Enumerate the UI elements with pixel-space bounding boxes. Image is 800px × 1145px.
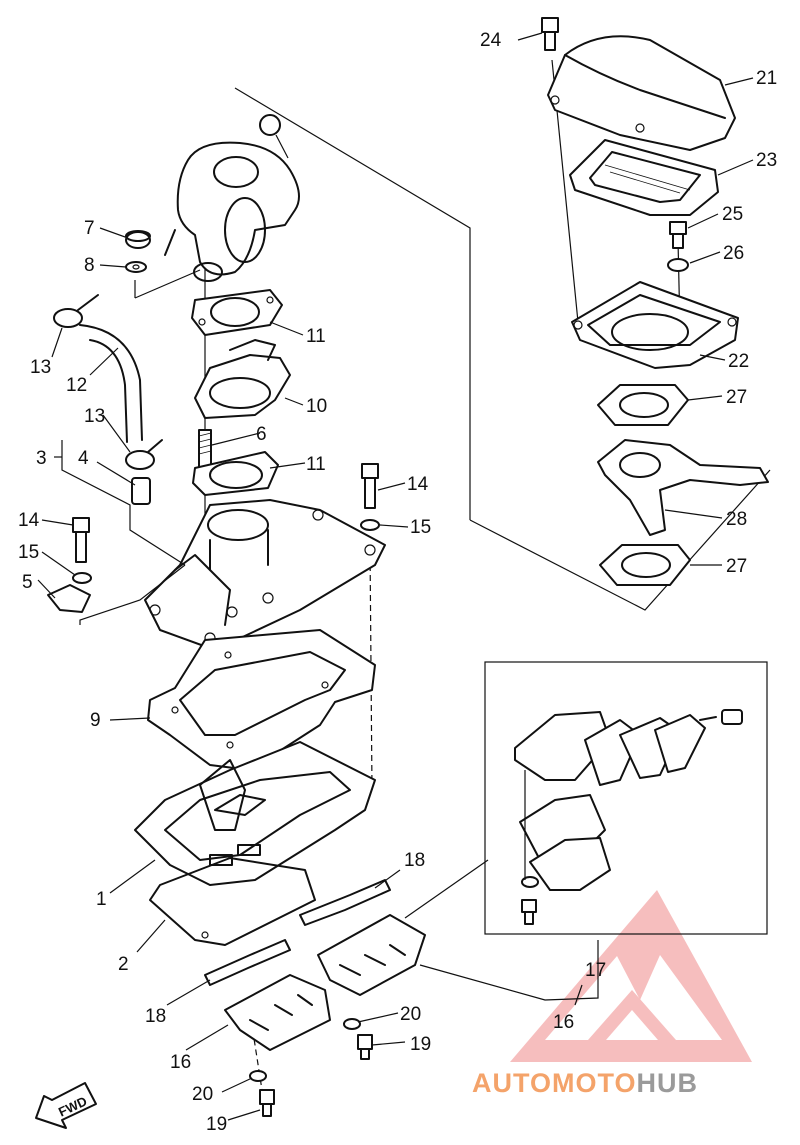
callout-27-lower: 27 xyxy=(726,556,747,577)
callout-8: 8 xyxy=(84,255,95,276)
gasket-9 xyxy=(147,629,376,771)
callout-23: 23 xyxy=(756,150,777,171)
bolt-24 xyxy=(541,17,559,51)
callout-16-left: 16 xyxy=(170,1052,191,1073)
case-22 xyxy=(571,281,739,369)
bracket-28 xyxy=(597,439,769,536)
callout-11-lower: 11 xyxy=(306,454,326,475)
callout-5: 5 xyxy=(22,572,33,593)
washer-8 xyxy=(125,261,147,273)
intake-body xyxy=(144,499,386,651)
callout-12: 12 xyxy=(66,375,87,396)
watermark-auto: AUTO xyxy=(472,1068,552,1098)
fwd-arrow: FWD xyxy=(35,1082,97,1129)
callout-11-upper: 11 xyxy=(306,326,326,347)
gasket-27-lower xyxy=(599,544,691,586)
callout-28: 28 xyxy=(726,509,747,530)
callout-4: 4 xyxy=(78,448,89,469)
bolt-19-left xyxy=(259,1089,275,1117)
callout-2: 2 xyxy=(118,954,129,975)
callout-13-lower: 13 xyxy=(84,406,105,427)
callout-7: 7 xyxy=(84,218,95,239)
callout-18-upper: 18 xyxy=(404,850,425,871)
svg-text:AUTOMOTOHUB: AUTOMOTOHUB xyxy=(472,1068,698,1098)
washer-20-left xyxy=(249,1070,267,1082)
stopper-18-lower xyxy=(204,939,291,986)
stopper-18-upper xyxy=(299,879,391,926)
callout-22: 22 xyxy=(728,351,749,372)
callout-24: 24 xyxy=(480,30,502,51)
callout-14-left: 14 xyxy=(18,510,40,531)
callout-21: 21 xyxy=(756,68,777,89)
washer-15-right xyxy=(360,519,380,531)
bolt-14-right xyxy=(361,463,379,509)
callout-20-left: 20 xyxy=(192,1084,213,1105)
callout-19-right: 19 xyxy=(410,1034,431,1055)
hose-12 xyxy=(79,324,143,443)
watermark-logo xyxy=(510,890,752,1062)
gasket-11-upper xyxy=(191,289,283,336)
watermark-moto: MOTO xyxy=(552,1068,637,1098)
cap-7 xyxy=(125,230,151,249)
callout-25: 25 xyxy=(722,204,743,225)
callout-18-lower: 18 xyxy=(145,1006,166,1027)
watermark-hub: HUB xyxy=(637,1068,699,1098)
cover-21 xyxy=(547,35,736,151)
callout-27-upper: 27 xyxy=(726,387,747,408)
gasket-2 xyxy=(149,857,316,946)
callout-17: 17 xyxy=(585,960,606,981)
detail-inset xyxy=(484,661,768,935)
callout-1: 1 xyxy=(96,889,107,910)
washer-15-left xyxy=(72,572,92,584)
bolt-14-left xyxy=(72,517,90,563)
callout-19-left: 19 xyxy=(206,1114,227,1135)
gasket-11-lower xyxy=(192,451,279,496)
callout-16-right: 16 xyxy=(553,1012,574,1033)
clamp-13-lower xyxy=(125,439,163,470)
callout-9: 9 xyxy=(90,710,101,731)
element-23 xyxy=(569,139,719,216)
bolt-19-right xyxy=(357,1034,373,1060)
stud-6 xyxy=(198,429,212,473)
callout-3: 3 xyxy=(36,448,47,469)
leader-lines xyxy=(37,32,754,1121)
clamp-13-upper xyxy=(53,294,99,328)
callout-20-right: 20 xyxy=(400,1004,421,1025)
watermark-text: AUTOMOTOHUB xyxy=(472,1068,698,1098)
carburetor xyxy=(164,114,300,282)
gasket-27-upper xyxy=(597,384,689,426)
callout-10: 10 xyxy=(306,396,327,417)
fitting-4 xyxy=(131,477,151,505)
holder-10 xyxy=(194,339,291,419)
reed-plate-1 xyxy=(134,741,376,886)
callout-13-upper: 13 xyxy=(30,357,51,378)
bracket-3-outline xyxy=(61,440,186,625)
bolt-25 xyxy=(669,221,687,249)
callout-15-right: 15 xyxy=(410,517,431,538)
callout-6: 6 xyxy=(256,424,267,445)
reed-valve-16-left xyxy=(224,974,331,1051)
callout-15-left: 15 xyxy=(18,542,39,563)
reed-valve-16-right xyxy=(317,914,426,996)
callout-14-right: 14 xyxy=(407,474,429,495)
washer-20-right xyxy=(343,1018,361,1030)
callout-26: 26 xyxy=(723,243,744,264)
callouts: 7 8 13 12 13 3 4 14 15 5 6 11 10 11 14 1… xyxy=(18,30,777,1135)
clip-5 xyxy=(47,584,91,613)
washer-26 xyxy=(667,258,689,272)
